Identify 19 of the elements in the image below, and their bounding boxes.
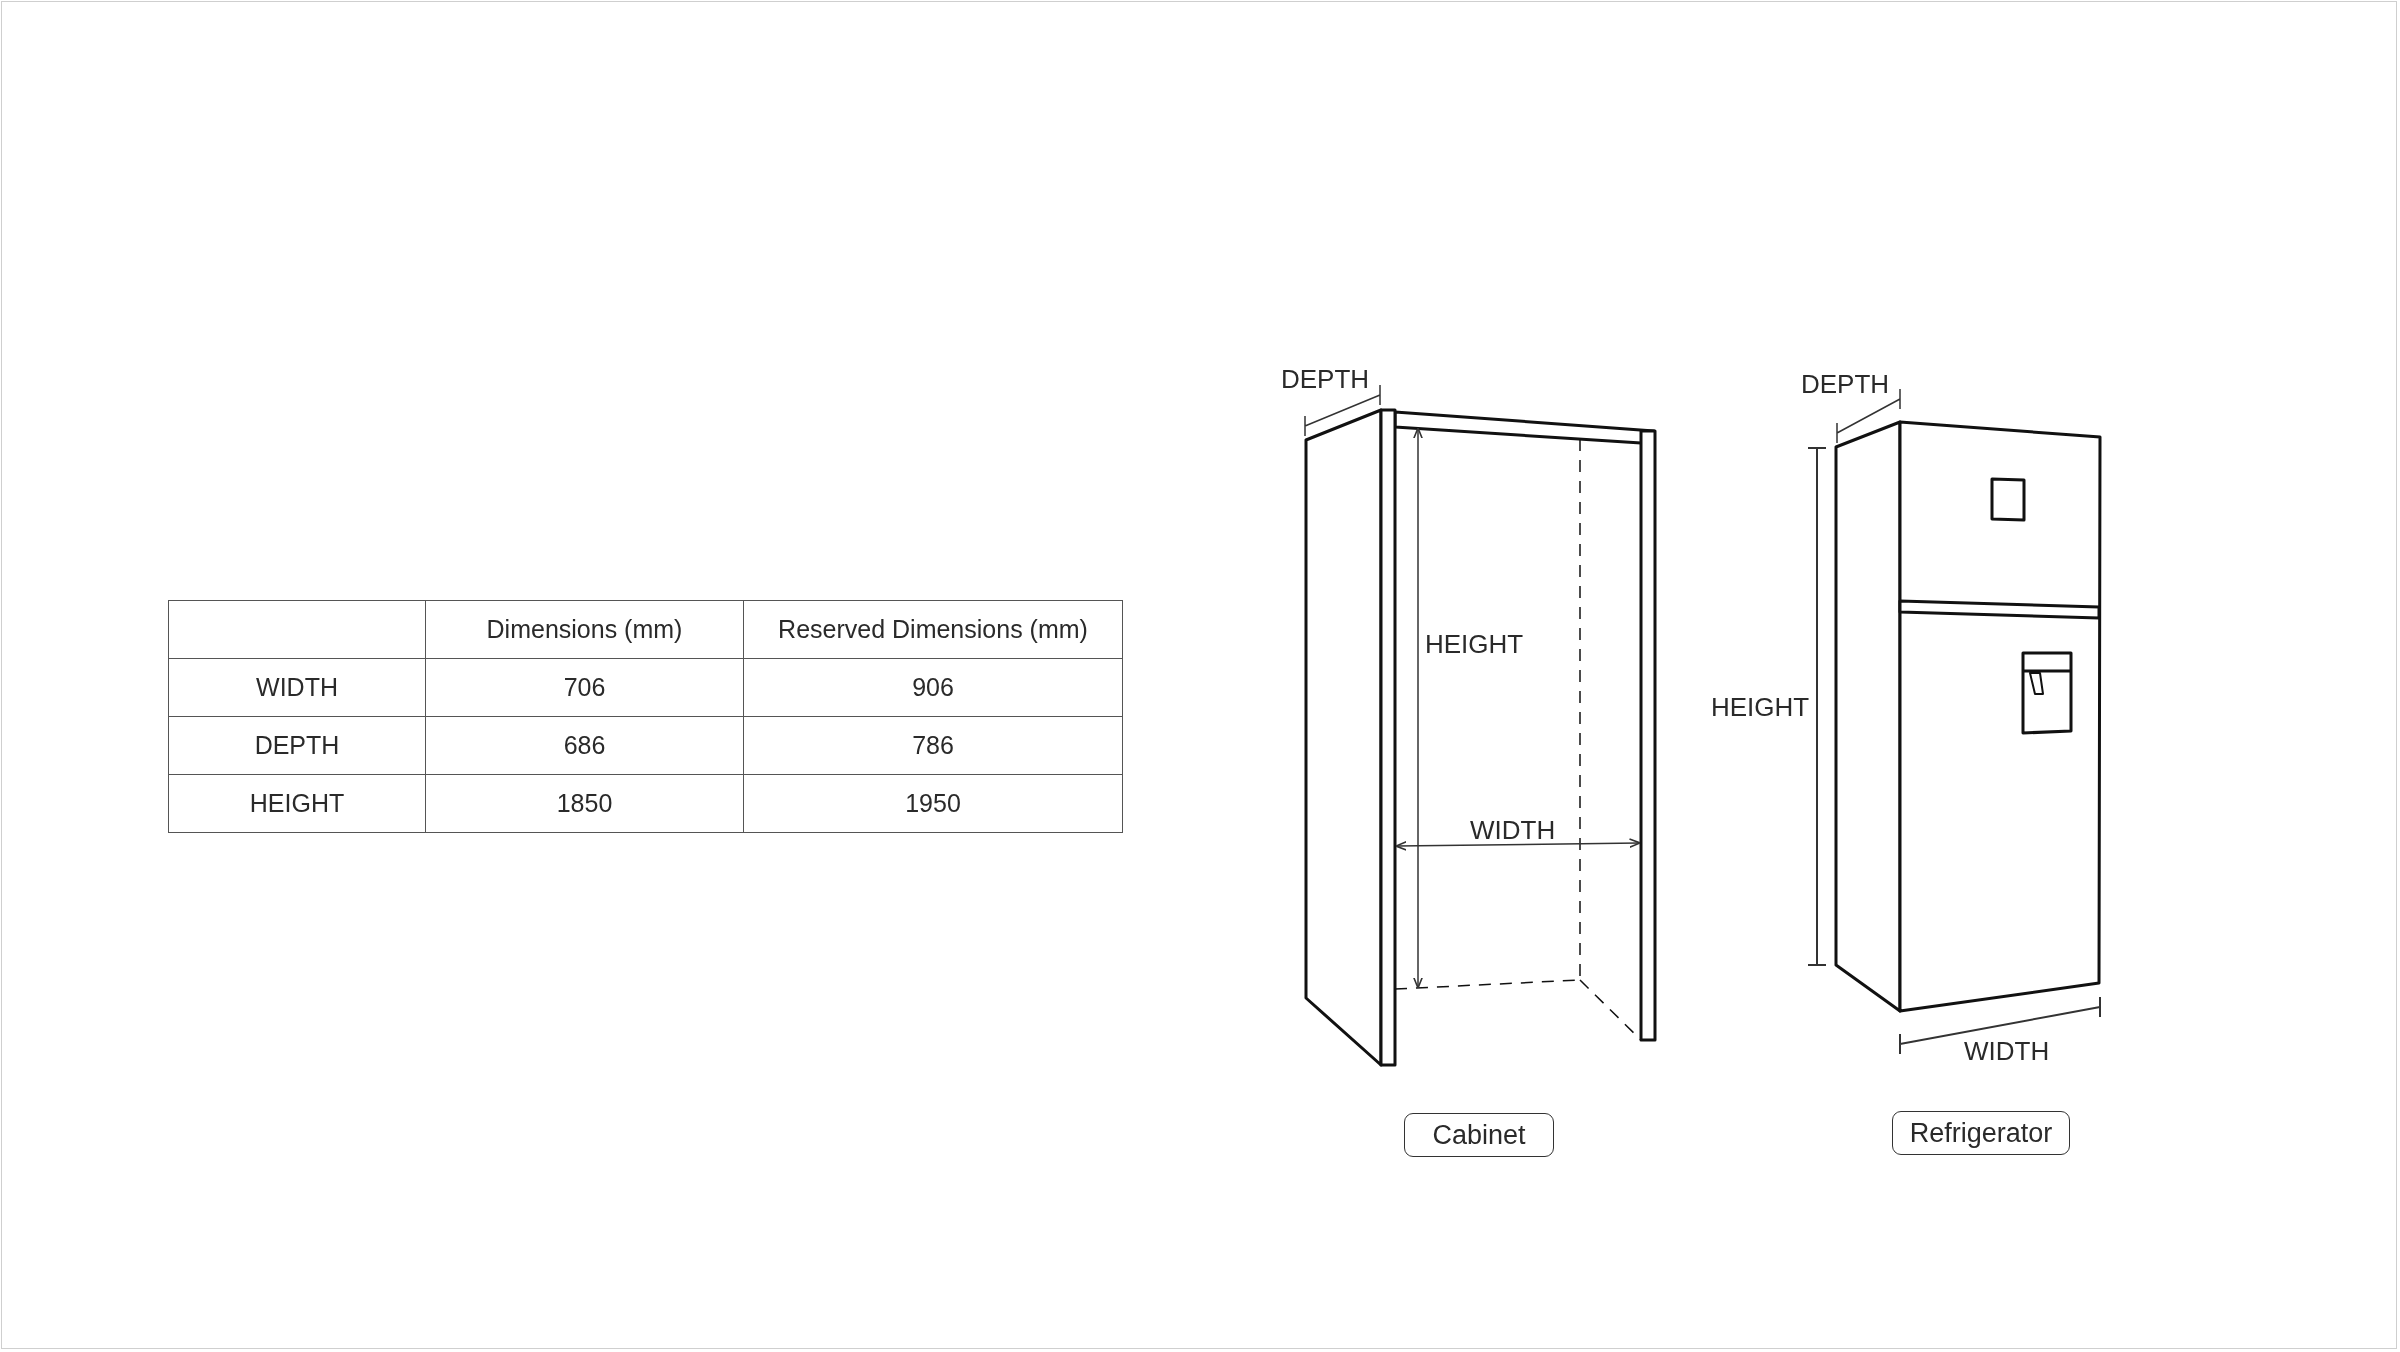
dimension-value: 686	[425, 716, 744, 775]
dimension-label: WIDTH	[1964, 1038, 2050, 1064]
dimension-value: 706	[425, 658, 744, 717]
dimension-value: 1850	[425, 774, 744, 833]
dimension-label: HEIGHT	[1711, 694, 1810, 720]
column-header: Reserved Dimensions (mm)	[743, 600, 1123, 659]
row-header: HEIGHT	[168, 774, 426, 833]
column-header: Dimensions (mm)	[425, 600, 744, 659]
dimension-label: DEPTH	[1801, 371, 1890, 397]
dimension-label: WIDTH	[1470, 817, 1556, 843]
caption-tag: Cabinet	[1404, 1113, 1554, 1157]
dimension-value: 906	[743, 658, 1123, 717]
row-header: DEPTH	[168, 716, 426, 775]
caption-tag: Refrigerator	[1892, 1111, 2070, 1155]
row-header: WIDTH	[168, 658, 426, 717]
dimension-label: DEPTH	[1281, 366, 1370, 392]
dimension-label: HEIGHT	[1425, 631, 1524, 657]
dimension-value: 1950	[743, 774, 1123, 833]
dimension-value: 786	[743, 716, 1123, 775]
